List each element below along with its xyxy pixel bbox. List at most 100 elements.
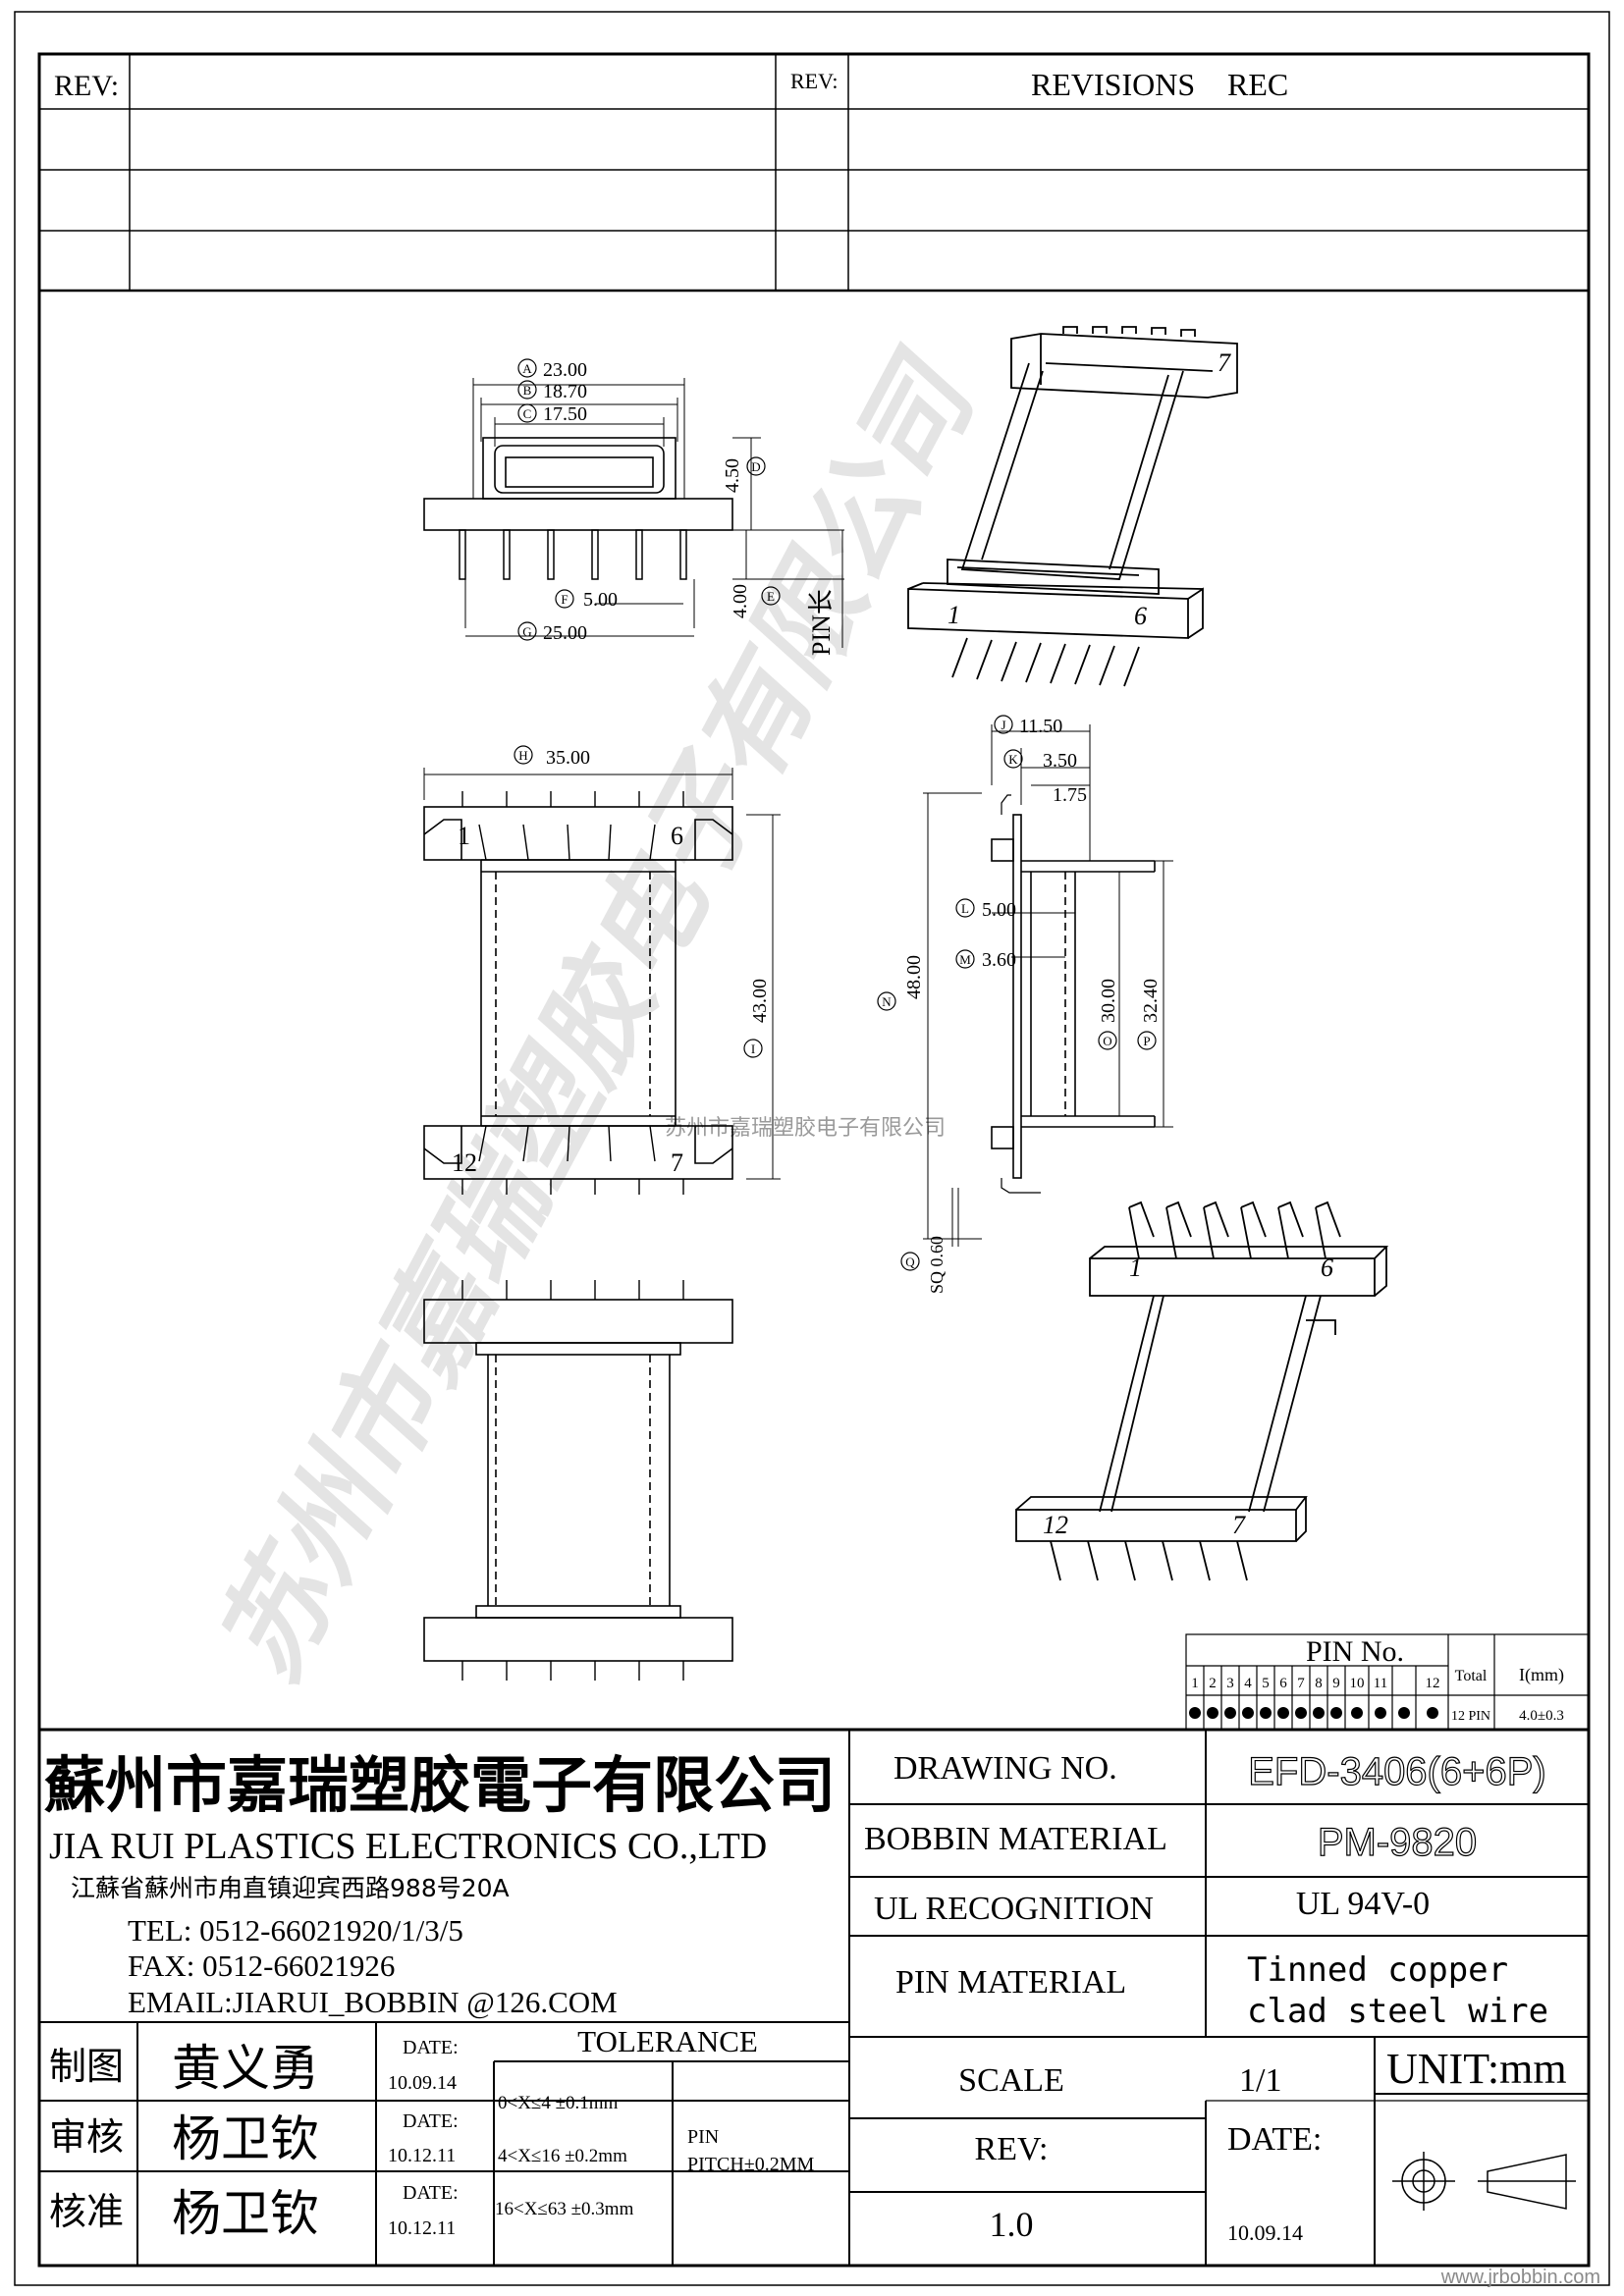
pin-material-label: PIN MATERIAL (895, 1964, 1126, 2001)
rev-label: REV: (975, 2131, 1049, 2167)
inner-border (37, 52, 1591, 2268)
svg-text:B: B (523, 383, 532, 398)
signoff-role-drawn: 制图 (49, 2045, 124, 2088)
dim-a-value: 23.00 (543, 359, 587, 381)
dim-q: Q SQ 0.60 (900, 1236, 947, 1294)
signoff-date-label-approved: DATE: (403, 2182, 459, 2204)
pin-material-line2: clad steel wire (1247, 1992, 1548, 2031)
bottom-view (423, 1280, 733, 1681)
rec-label: REC (1227, 67, 1288, 102)
dim-k2-value: 1.75 (1053, 784, 1087, 806)
top-view-pin-1: 1 (458, 822, 470, 850)
unit-label: UNIT:mm (1386, 2045, 1567, 2093)
dim-h-value: 35.00 (546, 747, 590, 769)
pin-number: 4 (1244, 1676, 1252, 1691)
pin-number: 2 (1209, 1676, 1217, 1691)
svg-text:C: C (523, 406, 532, 421)
company-fax: FAX: 0512-66021926 (128, 1949, 395, 1983)
ul-recognition-label: UL RECOGNITION (874, 1891, 1154, 1927)
dim-c-value: 17.50 (543, 403, 587, 425)
dim-b-value: 18.70 (543, 381, 587, 402)
dim-b: B 18.70 (517, 380, 587, 402)
pin-table-total-label: Total (1455, 1668, 1488, 1684)
svg-text:I: I (751, 1041, 755, 1056)
rev-value: 1.0 (990, 2205, 1034, 2244)
dim-e: 4.00 E (730, 584, 781, 618)
scale-label: SCALE (958, 2062, 1064, 2099)
svg-text:K: K (1008, 752, 1018, 767)
tolerance-row-3: 16<X≤63 ±0.3mm (495, 2199, 634, 2219)
dim-p-value: 32.40 (1140, 979, 1162, 1023)
company-tel: TEL: 0512-66021920/1/3/5 (128, 1913, 463, 1948)
pin-number: 7 (1297, 1676, 1305, 1691)
date-label: DATE: (1227, 2121, 1322, 2158)
top-view (423, 768, 781, 1195)
dim-d: 4.50 D (722, 456, 766, 493)
svg-text:Q: Q (905, 1255, 915, 1269)
top-view-pin-7: 7 (671, 1148, 683, 1177)
iso-top-pin-6: 6 (1134, 602, 1147, 630)
dim-h: H 35.00 (514, 745, 590, 769)
svg-text:G: G (522, 624, 531, 639)
dim-i: 43.00 I (743, 979, 771, 1058)
tolerance-row-2: 4<X≤16 ±0.2mm (498, 2146, 627, 2166)
iso-top-pin-1: 1 (947, 601, 960, 629)
revisions-label: REVISIONS (1031, 67, 1195, 102)
pin-number: 9 (1332, 1676, 1340, 1691)
signoff-role-approved: 核准 (49, 2190, 124, 2233)
signoff-name-drawn: 黄义勇 (172, 2040, 319, 2097)
svg-text:F: F (561, 592, 568, 607)
dim-o: 30.00 O (1098, 979, 1119, 1050)
rev-label-left: REV: (54, 70, 119, 102)
tolerance-row-1: 0<X≤4 ±0.1mm (498, 2093, 619, 2113)
dim-p: 32.40 P (1137, 979, 1162, 1050)
dim-m-value: 3.60 (982, 949, 1016, 971)
date-value: 10.09.14 (1227, 2220, 1303, 2245)
projection-symbol-icon (1392, 2152, 1576, 2211)
dim-j: J 11.50 (994, 715, 1062, 737)
pin-number: 3 (1226, 1676, 1234, 1691)
pin-number: 6 (1279, 1676, 1287, 1691)
dim-e-value: 4.00 (730, 584, 751, 618)
front-view (423, 378, 844, 648)
pin-table-dots (1189, 1707, 1438, 1719)
pin-table-length-label: I(mm) (1519, 1665, 1564, 1685)
dim-a: A 23.00 (517, 358, 587, 381)
dim-g-value: 25.00 (543, 622, 587, 644)
dim-c: C 17.50 (517, 403, 587, 425)
svg-text:P: P (1143, 1034, 1150, 1048)
signoff-role-checked: 审核 (49, 2115, 124, 2159)
dim-k-value: 3.50 (1043, 750, 1077, 772)
dim-n: 48.00 N (877, 955, 925, 1011)
tolerance-pin-pitch: PITCH±0.2MM (687, 2154, 815, 2175)
pin-number: 1 (1191, 1676, 1199, 1691)
svg-text:L: L (961, 901, 969, 916)
bobbin-material-value: PM-9820 (1318, 1821, 1477, 1864)
svg-text:D: D (751, 459, 760, 474)
svg-text:H: H (518, 748, 527, 763)
dim-g: G 25.00 (517, 621, 587, 644)
dim-i-value: 43.00 (749, 979, 771, 1023)
company-email: EMAIL:JIARUI_BOBBIN @126.COM (128, 1985, 618, 2019)
pin-table-title: PIN No. (1306, 1635, 1404, 1668)
tolerance-pin-label: PIN (687, 2126, 719, 2148)
company-name-en: JIA RUI PLASTICS ELECTRONICS CO.,LTD (49, 1826, 767, 1867)
company-name-cn: 蘇州市嘉瑞塑胶電子有限公司 (44, 1749, 836, 1821)
bobbin-material-label: BOBBIN MATERIAL (864, 1821, 1167, 1857)
isometric-view-bottom (1015, 1201, 1389, 1581)
scale-value: 1/1 (1239, 2062, 1281, 2099)
svg-text:E: E (767, 589, 775, 604)
ul-recognition-value: UL 94V-0 (1296, 1886, 1430, 1922)
pin-table-length-value: 4.0±0.3 (1519, 1708, 1564, 1724)
signoff-name-approved: 杨卫钦 (172, 2185, 319, 2242)
svg-text:M: M (959, 952, 971, 967)
dim-j-value: 11.50 (1019, 716, 1062, 737)
signoff-date-approved: 10.12.11 (388, 2217, 456, 2239)
svg-text:A: A (522, 361, 532, 376)
svg-text:O: O (1103, 1034, 1111, 1048)
pin-number: 10 (1350, 1676, 1365, 1691)
dim-f-value: 5.00 (583, 589, 618, 611)
signoff-date-label-checked: DATE: (403, 2110, 459, 2132)
signoff-date-checked: 10.12.11 (388, 2145, 456, 2166)
